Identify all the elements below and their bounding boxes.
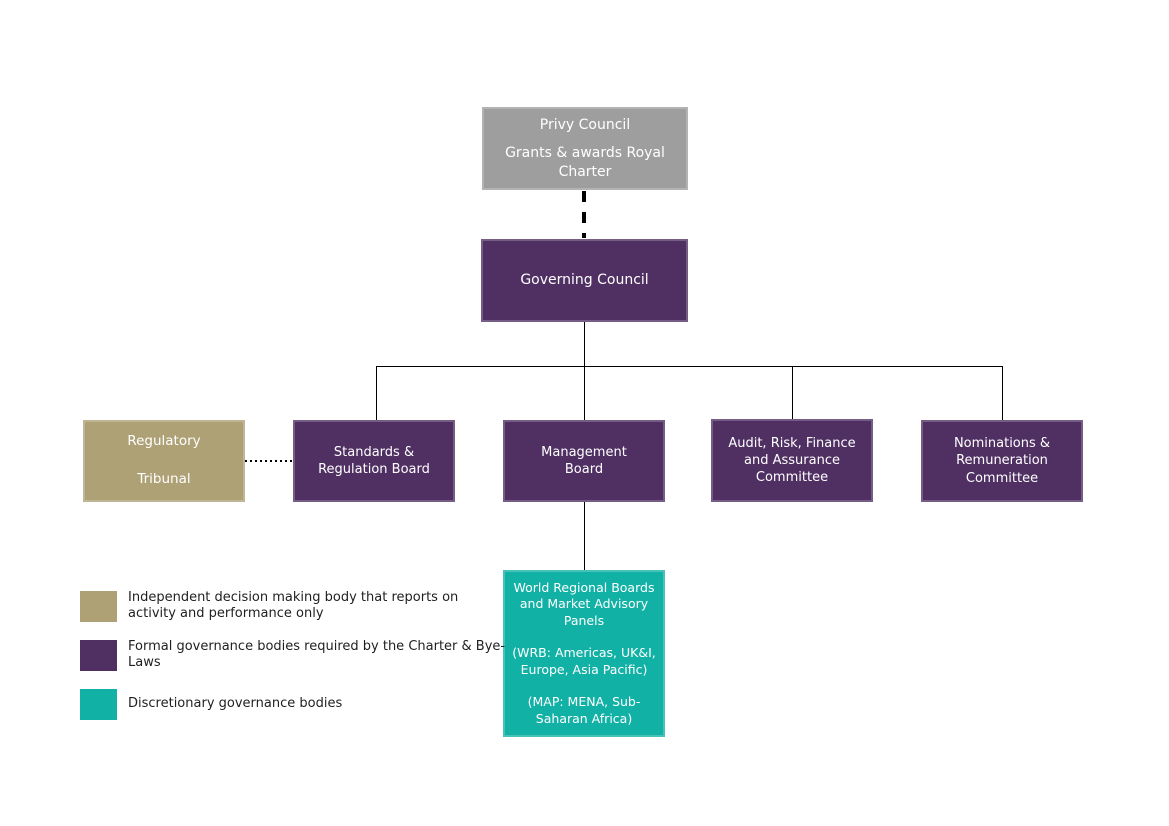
connector-governing-to-rail (584, 322, 585, 367)
connector-drop-nominations (1002, 366, 1003, 420)
legend-item-independent: Independent decision making body that re… (80, 590, 508, 623)
node-standards-regulation-board-label: Standards & Regulation Board (318, 444, 430, 477)
node-world-regional-boards: World Regional Boards and Market Advisor… (503, 570, 665, 737)
node-nominations-committee-label: Nominations & Remuneration Committee (953, 436, 1051, 486)
legend-item-formal: Formal governance bodies required by the… (80, 639, 508, 672)
connector-drop-management (584, 366, 585, 420)
connector-rail-horizontal (376, 366, 1003, 367)
connector-privy-to-governing-dashed (582, 191, 586, 238)
node-management-board-label: Management Board (541, 444, 627, 477)
node-governing-council: Governing Council (481, 239, 688, 322)
node-world-regional-boards-para1: World Regional Boards and Market Advisor… (513, 579, 655, 628)
legend-swatch-teal (80, 689, 117, 720)
node-privy-council-title: Privy Council (539, 116, 631, 133)
node-privy-council-subtitle: Grants & awards Royal Charter (505, 145, 665, 180)
node-regulatory-tribunal-line1: Regulatory (127, 433, 201, 450)
node-regulatory-tribunal: Regulatory Tribunal (83, 420, 245, 502)
legend-text-formal: Formal governance bodies required by the… (128, 639, 506, 671)
node-world-regional-boards-para3: (MAP: MENA, Sub-Saharan Africa) (527, 694, 641, 726)
legend-text-independent: Independent decision making body that re… (128, 590, 459, 622)
legend-text-discretionary: Discretionary governance bodies (128, 696, 343, 712)
node-governing-council-label: Governing Council (520, 272, 649, 289)
node-world-regional-boards-para2: (WRB: Americas, UK&I, Europe, Asia Pacif… (512, 645, 656, 677)
legend-item-discretionary: Discretionary governance bodies (80, 689, 508, 720)
node-privy-council: Privy Council Grants & awards Royal Char… (482, 107, 688, 190)
connector-tribunal-to-standards-dotted (245, 460, 293, 462)
connector-drop-audit (792, 366, 793, 420)
node-management-board: Management Board (503, 420, 665, 502)
legend-swatch-tan (80, 590, 117, 622)
connector-drop-standards (376, 366, 377, 420)
node-audit-committee-label: Audit, Risk, Finance and Assurance Commi… (728, 435, 856, 486)
connector-management-to-wrb (584, 502, 585, 570)
node-regulatory-tribunal-line2: Tribunal (137, 471, 191, 487)
node-audit-committee: Audit, Risk, Finance and Assurance Commi… (711, 419, 873, 502)
node-nominations-committee: Nominations & Remuneration Committee (921, 420, 1083, 502)
node-standards-regulation-board: Standards & Regulation Board (293, 420, 455, 502)
legend-swatch-purple (80, 639, 117, 671)
